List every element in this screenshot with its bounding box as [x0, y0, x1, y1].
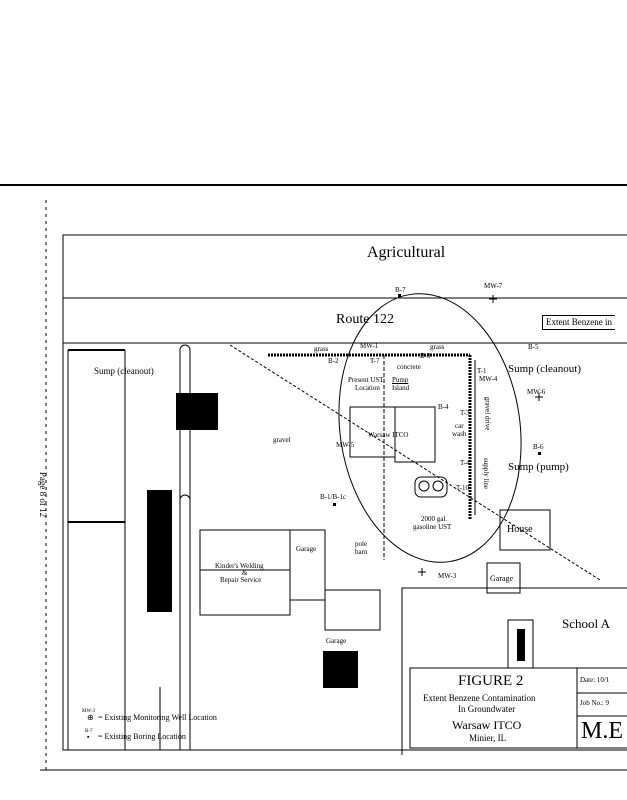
point-b-7: B-7: [395, 286, 406, 294]
building-school: [517, 629, 525, 661]
label-gravel: gravel: [273, 436, 291, 444]
legend-boring: = Existing Boring Location: [98, 732, 186, 741]
label-garage-2: Garage: [490, 574, 514, 583]
building-southwest: [147, 490, 172, 612]
figure-date: Date: 10/1: [580, 676, 610, 684]
building-south: [323, 651, 358, 688]
legend-mw-tag: MW-3: [82, 709, 96, 714]
label-ust-former: 2000 gal.: [421, 515, 448, 523]
figure-subtitle-1: Extent Benzene Contamination: [423, 693, 536, 703]
label-gravel-drive: gravel drive: [483, 396, 492, 431]
point-mw-5: MW-5: [336, 441, 355, 449]
boring-icon: ▪: [87, 733, 90, 741]
firm-logo: M.E: [581, 718, 623, 744]
point-t-7: T-7: [370, 357, 380, 365]
figure-job-number: Job No.: 9: [580, 699, 609, 707]
label-pole-barn: pole: [355, 540, 368, 548]
point-mw-3: MW-3: [438, 572, 457, 580]
point-b-6: B-6: [533, 443, 544, 451]
label-concrete: concrete: [397, 363, 421, 371]
label-welding: Kinder's Welding: [215, 562, 264, 570]
area-house: House: [507, 524, 533, 535]
road-route-122: Route 122: [336, 312, 394, 327]
area-agricultural: Agricultural: [367, 244, 446, 261]
point-b-2: B-2: [328, 357, 339, 365]
point-b-5: B-5: [528, 343, 539, 351]
label-pump-island-2: Island: [392, 384, 410, 392]
figure-location: Minier, IL: [469, 733, 507, 743]
point-mw-4: MW-4: [479, 375, 498, 383]
point-t-4: T-4: [460, 459, 470, 467]
building-west: [176, 393, 218, 430]
label-pole-barn-2: barn: [355, 548, 368, 556]
area-school: School A: [562, 616, 611, 631]
point-mw-1: MW-1: [360, 342, 379, 350]
callout-sump-cleanout-west: Sump (cleanout): [94, 366, 154, 376]
point-t-10: T-10: [456, 484, 469, 492]
point-b-4: B-4: [438, 403, 449, 411]
label-present-ust-2: Location: [355, 384, 380, 392]
label-grass-2: grass: [430, 343, 445, 351]
page-number-note: Page 8 of 12: [38, 471, 49, 518]
label-present-ust: Present UST: [348, 376, 384, 384]
callout-extent-benzene: Extent Benzene in: [542, 315, 615, 330]
label-ust-former-2: gasoline UST: [413, 523, 452, 531]
figure-site: Warsaw ITCO: [452, 718, 522, 732]
label-welding-2: Repair Service: [220, 576, 262, 584]
figure-subtitle-2: In Groundwater: [458, 704, 516, 714]
legend-b-tag: B-7: [85, 729, 93, 734]
legend-monitoring-well: = Existing Monitoring Well Location: [98, 713, 217, 722]
figure-number: FIGURE 2: [458, 673, 524, 689]
point-mw-7: MW-7: [484, 282, 503, 290]
label-garage-1: Garage: [296, 545, 317, 553]
callout-sump-cleanout-east: Sump (cleanout): [508, 363, 582, 375]
point-t-1: T-1: [477, 367, 487, 375]
point-t-3: T-3: [460, 409, 470, 417]
point-b-3: B-3: [420, 352, 431, 360]
label-station: Warsaw ITCO: [368, 431, 409, 439]
monitoring-well-icon: ⊕: [87, 713, 94, 722]
label-pump-island: Pump: [392, 376, 409, 384]
label-car-wash: car: [455, 422, 464, 430]
callout-sump-pump: Sump (pump): [508, 461, 569, 473]
label-car-wash-2: wash: [452, 430, 467, 438]
label-grass: grass: [314, 345, 329, 353]
label-supply-line: supply line: [481, 458, 490, 489]
point-mw-6: MW-6: [527, 388, 546, 396]
label-welding-amp: &: [242, 569, 248, 577]
label-garage-3: Garage: [326, 637, 347, 645]
point-b-1: B-1/B-1c: [320, 493, 347, 501]
